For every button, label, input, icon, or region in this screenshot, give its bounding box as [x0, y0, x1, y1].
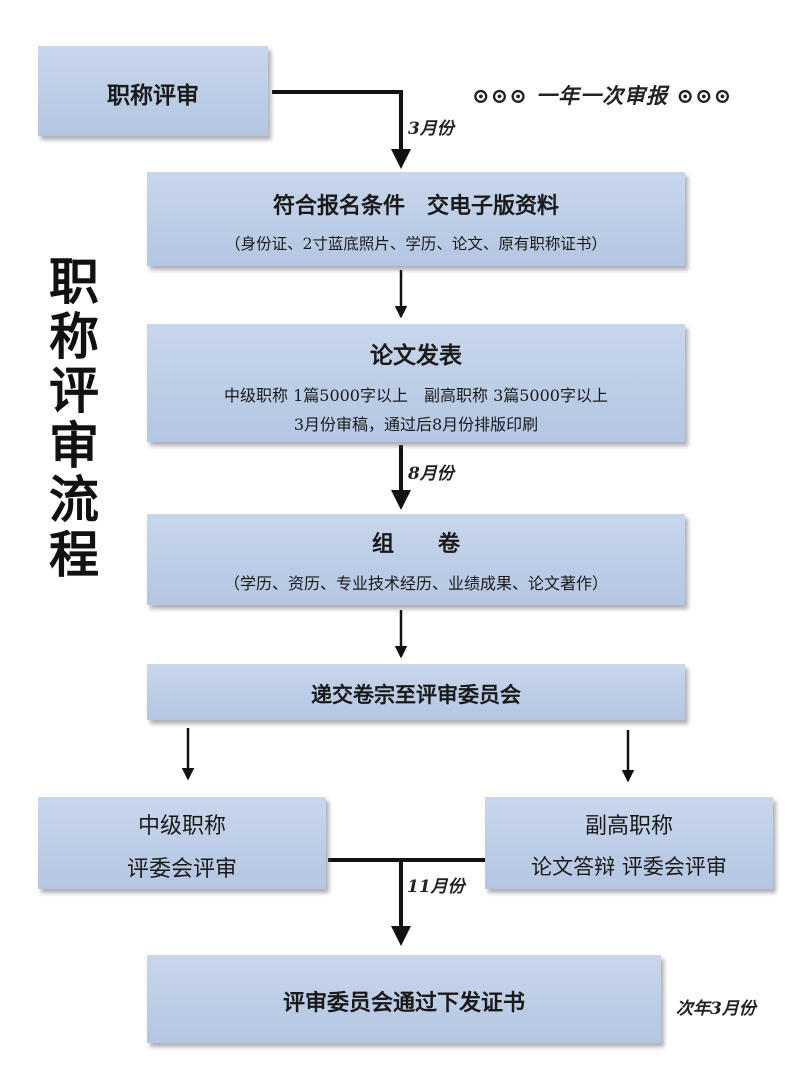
- box-title-review-text: 职称评审: [107, 82, 199, 109]
- final-note: 次年3月份: [676, 999, 756, 1019]
- box-assemble-title: 组 卷: [371, 531, 460, 557]
- box-senior-line2: 论文答辩 评委会评审: [531, 855, 727, 879]
- arrow-start-to-apply: [272, 90, 411, 169]
- box-paper-line1: 中级职称 1篇5000字以上 副高职称 3篇5000字以上: [224, 386, 608, 405]
- box-title-review: 职称评审: [38, 46, 268, 136]
- arrow-label-november: 11月份: [407, 877, 465, 897]
- box-submit-text: 递交卷宗至评审委员会: [311, 682, 521, 707]
- box-paper: 论文发表 中级职称 1篇5000字以上 副高职称 3篇5000字以上 3月份审稿…: [147, 324, 685, 442]
- box-assemble-sub: （学历、资历、专业技术经历、业绩成果、论文著作）: [223, 574, 608, 593]
- page-title: 职称评审流程: [49, 253, 99, 584]
- box-paper-line2: 3月份审稿，通过后8月份排版印刷: [293, 415, 539, 434]
- box-senior-level: 副高职称 论文答辩 评委会评审: [485, 797, 773, 889]
- box-final-text: 评审委员会通过下发证书: [282, 990, 525, 1016]
- box-senior-line1: 副高职称: [584, 814, 673, 839]
- box-mid-level: 中级职称 评委会评审: [38, 797, 326, 889]
- box-mid-line2: 评委会评审: [126, 857, 237, 882]
- arrow-label-march: 3月份: [408, 119, 454, 139]
- arrow-label-august: 8月份: [408, 464, 454, 484]
- box-final: 评审委员会通过下发证书: [147, 955, 661, 1043]
- box-mid-line1: 中级职称: [137, 814, 226, 839]
- box-submit: 递交卷宗至评审委员会: [147, 664, 685, 720]
- box-paper-title: 论文发表: [370, 342, 462, 369]
- box-assemble: 组 卷 （学历、资历、专业技术经历、业绩成果、论文著作）: [147, 514, 685, 605]
- arrow-review-to-final: [328, 858, 485, 946]
- box-apply-sub: （身份证、2寸蓝底照片、学历、论文、原有职称证书）: [225, 235, 607, 253]
- box-apply-title: 符合报名条件 交电子版资料: [272, 193, 559, 219]
- annual-note: ⊙⊙⊙ 一年一次审报 ⊙⊙⊙: [472, 83, 733, 108]
- box-apply: 符合报名条件 交电子版资料 （身份证、2寸蓝底照片、学历、论文、原有职称证书）: [147, 172, 685, 266]
